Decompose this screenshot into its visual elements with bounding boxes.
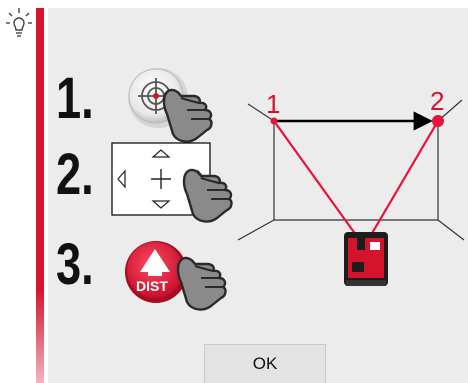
dist-button-icon: DIST [125,241,187,303]
point-1-label: 1 [266,89,280,119]
room-diagram: 1 2 [237,86,465,241]
point-2-label: 2 [430,86,444,116]
lightbulb-icon [6,8,32,37]
hand-pointer-icon [176,256,227,311]
step-2-number: 2. [56,142,94,207]
ok-button[interactable]: OK [204,344,326,383]
laser-device-icon [344,232,388,286]
accent-bar [36,8,44,383]
step-3-number: 3. [56,232,94,297]
hand-pointer-icon [162,88,213,143]
step-1-number: 1. [56,66,94,131]
dist-label: DIST [136,278,168,294]
hand-pointer-icon [182,168,233,223]
